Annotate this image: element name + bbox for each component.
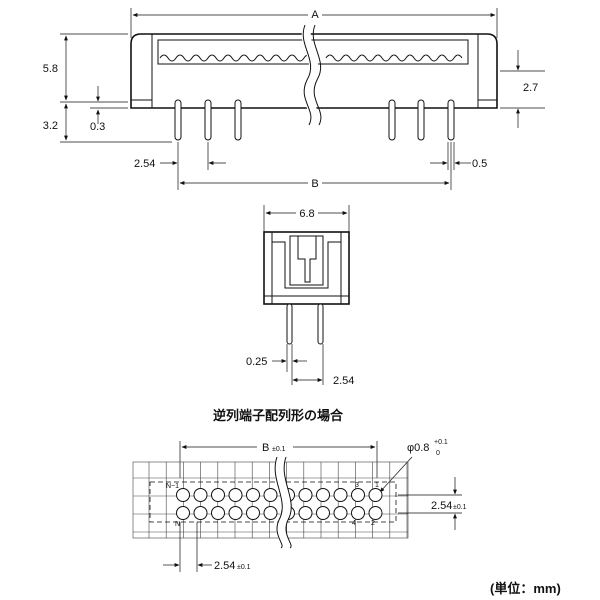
layout-dim-b-label: B xyxy=(262,442,269,454)
bottom-pitch-tol: ±0.1 xyxy=(237,564,251,571)
end-view: 6.8 0.25 2.54 xyxy=(246,205,354,387)
end-view-body xyxy=(263,231,350,305)
pin-hole xyxy=(176,506,190,520)
dim-pitch-label: 2.54 xyxy=(134,158,155,170)
pin-holes xyxy=(176,488,383,520)
dim-width-label: 6.8 xyxy=(299,208,314,220)
hole-dia-label: φ0.8 xyxy=(407,442,429,454)
pin-hole xyxy=(368,488,383,502)
pin-layout-title: 逆列端子配列形の場合 xyxy=(213,408,344,423)
pin-hole xyxy=(193,488,208,502)
end-pin-left xyxy=(286,303,293,345)
layout-break xyxy=(274,455,291,552)
pin-hole xyxy=(316,488,330,502)
dim-height-label: 5.8 xyxy=(43,63,58,75)
pin-hole xyxy=(316,506,330,520)
hole-tol-upper: +0.1 xyxy=(434,439,448,446)
connector-body xyxy=(130,33,498,109)
break-mark xyxy=(301,23,319,128)
pin-hole xyxy=(193,506,208,520)
dim-standoff-label: 0.3 xyxy=(90,121,105,133)
pin-hole xyxy=(176,488,190,502)
bottom-pitch-label: 2.54 xyxy=(214,560,235,572)
pin-hole xyxy=(211,488,225,502)
pin-hole xyxy=(263,506,278,520)
pin-hole xyxy=(333,488,348,502)
dim-pin-length-label: 3.2 xyxy=(43,120,58,132)
label-n-minus-1: N−1 xyxy=(166,483,179,490)
contact-wave xyxy=(159,54,463,62)
row-outline xyxy=(149,481,397,523)
side-view: A 5.8 3.2 xyxy=(43,8,545,190)
pin-hole xyxy=(298,488,313,502)
pin-hole xyxy=(246,506,260,520)
pin-hole xyxy=(228,506,243,520)
dim-pin-width-label: 0.5 xyxy=(472,158,487,170)
dim-pin-thickness-label: 0.25 xyxy=(246,356,267,368)
pin-hole xyxy=(211,506,225,520)
label-3: 3 xyxy=(355,482,359,489)
side-pins xyxy=(174,99,455,141)
pin-hole xyxy=(368,506,383,520)
layout-dim-b-tol: ±0.1 xyxy=(272,446,286,453)
end-dim-pitch-label: 2.54 xyxy=(333,375,354,387)
pin-hole xyxy=(351,506,365,520)
end-pin-right xyxy=(317,303,324,345)
pin-hole xyxy=(246,488,260,502)
label-4: 4 xyxy=(352,520,356,527)
pin-layout: 逆列端子配列形の場合 B ±0.1 φ0.8 +0.1 0 N−1 3 1 N … xyxy=(132,408,467,572)
label-2: 2 xyxy=(371,520,375,527)
pin-hole xyxy=(333,506,348,520)
pin-hole xyxy=(228,488,243,502)
dim-a-label: A xyxy=(311,9,319,21)
pin-hole xyxy=(351,488,365,502)
key-slot xyxy=(297,236,317,283)
label-1: 1 xyxy=(375,482,379,489)
dim-right-height-label: 2.7 xyxy=(523,82,538,94)
hole-tol-lower: 0 xyxy=(436,450,440,457)
unit-note: (単位：mm) xyxy=(490,581,561,596)
dim-b-label: B xyxy=(311,178,318,190)
pin-hole xyxy=(263,488,278,502)
row-spacing-label: 2.54 xyxy=(431,500,452,512)
label-n: N xyxy=(175,521,180,528)
pin-hole xyxy=(298,506,313,520)
row-spacing-tol: ±0.1 xyxy=(453,504,467,511)
